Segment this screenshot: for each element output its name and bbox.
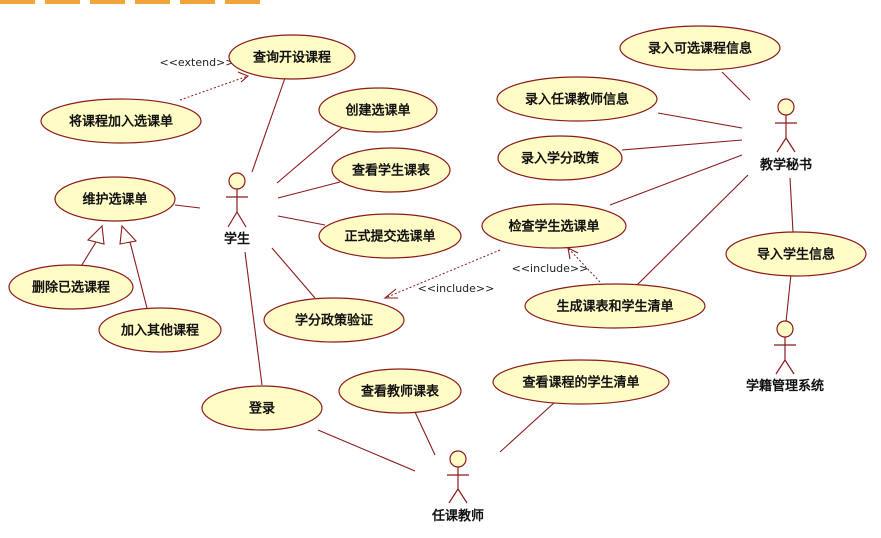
use-case-course-students[interactable]: 查看课程的学生清单 [492,359,670,405]
use-case-submit-list[interactable]: 正式提交选课单 [318,213,462,259]
actor-student[interactable]: 学生 [224,172,250,247]
extend-line [179,75,249,101]
use-case-add-other[interactable]: 加入其他课程 [98,307,222,353]
assoc-student-login [244,251,263,386]
svg-text:查看教师课表: 查看教师课表 [360,384,440,400]
stereotype-include-generate: <<include>> [512,262,589,275]
include-line-policy [384,249,501,299]
gen-head-add [119,224,138,245]
include-arrowhead-policy [383,288,398,299]
svg-text:录入任课教师信息: 录入任课教师信息 [525,92,629,108]
use-case-import-students[interactable]: 导入学生信息 [725,231,867,277]
svg-text:删除已选课程: 删除已选课程 [32,280,110,296]
associations [174,71,794,472]
assoc-teacher-schedule [414,411,436,456]
assoc-student-schedule [277,181,341,199]
assoc-registrar-import [785,273,792,323]
assoc-secretary-policy [621,139,743,151]
use-case-enter-teachers[interactable]: 录入任课教师信息 [496,76,658,122]
assoc-student-policy [271,247,316,299]
use-case-view-schedule[interactable]: 查看学生课表 [331,147,451,193]
actor-secretary[interactable]: 教学秘书 [759,98,812,173]
dependencies [179,71,601,299]
extend-arrowhead [237,71,250,83]
svg-text:查看学生课表: 查看学生课表 [351,163,431,179]
use-case-delete-selected[interactable]: 删除已选课程 [8,264,134,310]
gen-line-delete [79,241,97,269]
actor-registrar[interactable]: 学籍管理系统 [746,320,824,394]
use-case-policy-check[interactable]: 学分政策验证 [263,297,405,343]
assoc-secretary-courses [721,71,751,101]
top-accent-bar [0,0,260,4]
svg-text:查看课程的学生清单: 查看课程的学生清单 [521,375,639,391]
svg-text:录入可选课程信息: 录入可选课程信息 [648,41,752,57]
use-case-maintain-list[interactable]: 维护选课单 [54,176,176,222]
actor-teacher[interactable]: 任课教师 [431,450,484,524]
svg-text:加入其他课程: 加入其他课程 [120,323,199,339]
use-case-add-to-list[interactable]: 将课程加入选课单 [40,98,202,144]
actor-registrar-label: 学籍管理系统 [746,378,824,394]
actor-teacher-label: 任课教师 [431,508,484,524]
use-case-enter-policy[interactable]: 录入学分政策 [497,135,623,181]
use-case-create-list[interactable]: 创建选课单 [318,87,438,133]
assoc-student-query [251,77,286,173]
use-case-query-courses[interactable]: 查询开设课程 [228,34,356,80]
assoc-student-submit [277,215,326,226]
assoc-student-create [276,124,346,184]
assoc-secretary-teachers [657,112,743,129]
svg-text:创建选课单: 创建选课单 [344,103,410,119]
assoc-teacher-courses [499,401,556,453]
gen-line-add [129,241,149,313]
use-case-enter-courses[interactable]: 录入可选课程信息 [619,25,781,71]
svg-text:维护选课单: 维护选课单 [82,192,147,208]
assoc-student-maintain [174,204,201,209]
assoc-teacher-login [317,429,416,472]
svg-text:将课程加入选课单: 将课程加入选课单 [69,114,173,130]
generalizations [79,224,149,313]
use-case-check-list[interactable]: 检查学生选课单 [481,203,627,249]
assoc-secretary-check [609,154,743,206]
use-case-teacher-schedule[interactable]: 查看教师课表 [338,368,462,414]
use-case-generate[interactable]: 生成课表和学生清单 [524,283,706,329]
assoc-secretary-generate [635,174,749,287]
assoc-secretary-import [789,177,794,233]
gen-head-delete [86,224,105,245]
svg-text:录入学分政策: 录入学分政策 [521,151,600,167]
svg-text:导入学生信息: 导入学生信息 [757,247,835,263]
stereotype-include-policy: <<include>> [418,282,495,295]
svg-text:登录: 登录 [248,401,275,417]
svg-text:生成课表和学生清单: 生成课表和学生清单 [556,299,673,315]
svg-text:学分政策验证: 学分政策验证 [295,313,373,329]
stereotype-extend: <<extend>> [160,56,235,69]
actor-student-label: 学生 [224,231,250,247]
actor-secretary-label: 教学秘书 [759,157,812,173]
svg-text:检查学生选课单: 检查学生选课单 [508,219,599,235]
svg-text:查询开设课程: 查询开设课程 [252,50,331,66]
use-case-login[interactable]: 登录 [201,385,323,431]
svg-text:正式提交选课单: 正式提交选课单 [344,229,435,245]
